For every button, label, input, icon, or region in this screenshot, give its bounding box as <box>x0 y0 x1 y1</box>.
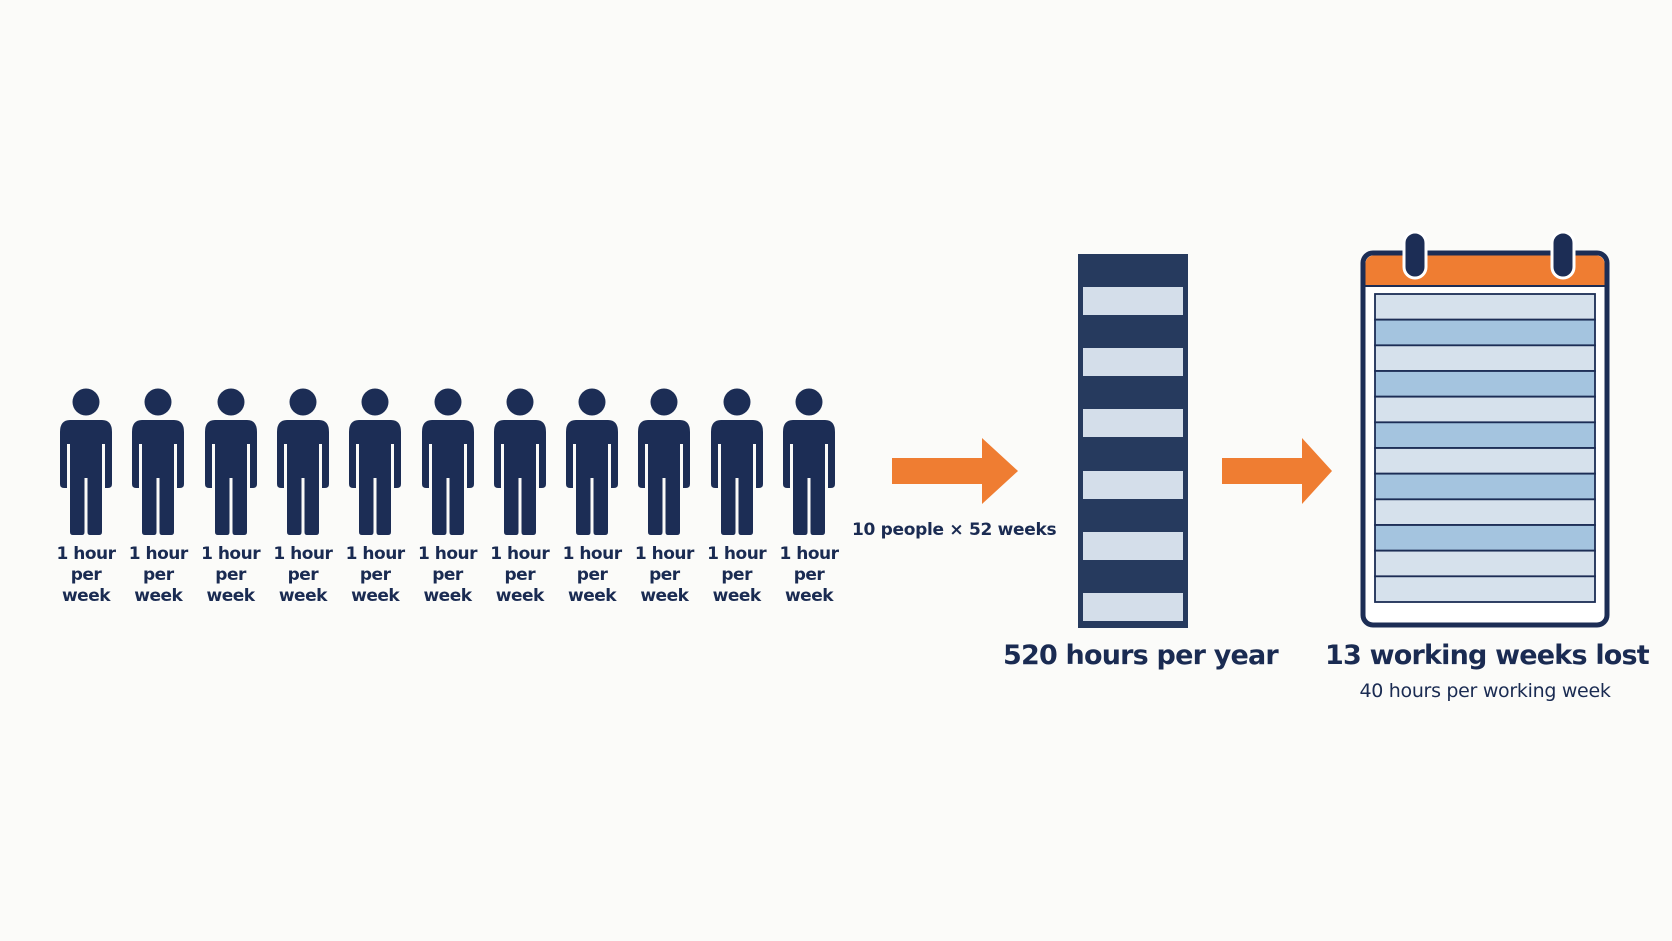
working-weeks-lost-caption: 13 working weeks lost <box>1325 640 1650 671</box>
person-label-line: per <box>287 565 319 585</box>
person-icon <box>638 388 691 535</box>
arrow-right-icon <box>1222 438 1332 504</box>
hours-per-year-caption: 520 hours per year <box>1003 640 1279 671</box>
person-label-line: 1 hour <box>417 544 478 564</box>
person-icon <box>710 388 763 535</box>
hours-block <box>1083 531 1183 560</box>
calendar-row <box>1374 549 1596 578</box>
arrow-right-icon <box>892 438 1018 504</box>
person-label-line: per <box>649 565 680 585</box>
person-icon <box>132 388 185 535</box>
person-label-line: week <box>495 586 545 606</box>
calendar-row <box>1374 293 1596 321</box>
person-label-line: week <box>640 586 689 606</box>
calendar-row <box>1374 370 1596 398</box>
person-label-line: per <box>143 565 174 585</box>
person-label-line: week <box>784 586 834 606</box>
calendar-row <box>1374 472 1596 501</box>
person-icon <box>783 388 835 535</box>
person-label-line: week <box>206 586 256 606</box>
person-label-line: per <box>576 565 608 585</box>
multiplier-label: 10 people × 52 weeks <box>852 520 1057 540</box>
calendar-row <box>1374 524 1596 552</box>
person-label-line: 1 hour <box>128 544 189 564</box>
person-label-line: per <box>215 565 246 585</box>
person-label-line: 1 hour <box>634 544 695 564</box>
person-icon <box>421 388 474 535</box>
calendar-row <box>1374 498 1596 526</box>
hours-block <box>1083 593 1183 621</box>
person-label-line: 1 hour <box>56 544 116 564</box>
person-label-line: per <box>504 565 536 585</box>
hours-block <box>1083 348 1183 377</box>
person-label-line: week <box>568 586 617 606</box>
person-label-line: 1 hour <box>562 544 623 564</box>
person-icon <box>349 388 402 535</box>
person-label-line: per <box>793 565 825 585</box>
person-label-line: 1 hour <box>345 544 406 564</box>
person-label-line: week <box>278 586 328 606</box>
person-label-line: week <box>61 586 111 606</box>
person-label-line: week <box>712 586 762 606</box>
person-label-line: 1 hour <box>201 544 261 564</box>
calendar-row <box>1374 575 1596 603</box>
person-label-line: 1 hour <box>779 544 839 564</box>
person-icon <box>60 388 112 535</box>
person-label-line: week <box>134 586 183 606</box>
person-label-line: week <box>423 586 472 606</box>
person-label-line: per <box>359 565 391 585</box>
person-icon <box>493 388 546 535</box>
person-label-line: 1 hour <box>490 544 550 564</box>
person-label-line: week <box>351 586 400 606</box>
person-label-line: 1 hour <box>707 544 767 564</box>
calendar-row <box>1374 447 1596 475</box>
hours-block <box>1083 409 1183 438</box>
calendar-row <box>1374 421 1596 449</box>
calendar-row <box>1374 344 1596 372</box>
calendar-row <box>1374 395 1596 424</box>
calendar-icon <box>1360 230 1610 628</box>
person-label-line: per <box>432 565 463 585</box>
person-label-line: 1 hour <box>273 544 333 564</box>
hours-stack-icon <box>1078 254 1188 628</box>
person-icon <box>276 388 329 535</box>
person-icon <box>204 388 257 535</box>
person-icon <box>566 388 619 535</box>
calendar-row <box>1374 318 1596 347</box>
person-label-line: per <box>721 565 752 585</box>
hours-block <box>1083 470 1183 499</box>
hours-block <box>1083 287 1183 315</box>
person-label-line: per <box>70 565 102 585</box>
hours-per-working-week-caption: 40 hours per working week <box>1359 680 1611 702</box>
